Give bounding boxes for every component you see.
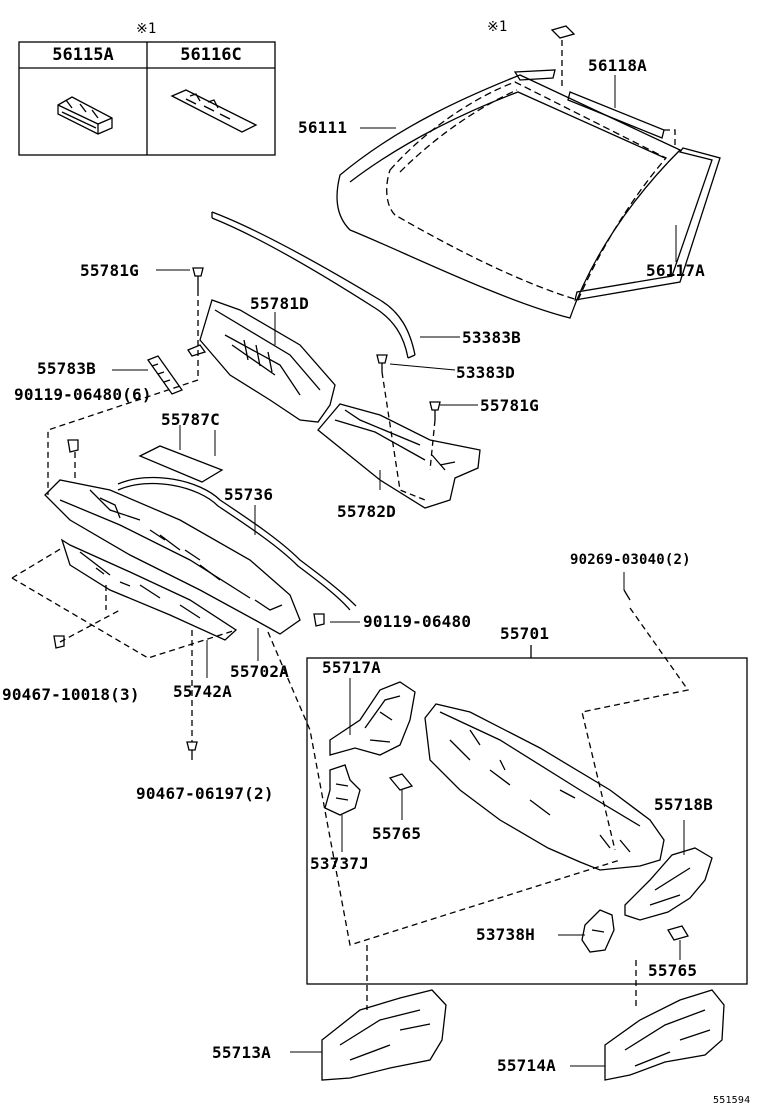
label-55702a: 55702A [230, 662, 289, 681]
bracket-53737j-drawing [324, 764, 361, 816]
label-55717a: 55717A [322, 658, 381, 677]
dash-panel-55701-drawing [424, 703, 665, 871]
grommet-55783b-drawing [146, 355, 184, 395]
bracket-53738h-drawing [581, 909, 615, 953]
label-55782d: 55782D [337, 502, 396, 521]
seal-55736-drawing [117, 476, 357, 611]
label-55742a: 55742A [173, 682, 232, 701]
label-55781g-b: 55781G [480, 396, 539, 415]
inset-header-56115a: 56115A [52, 45, 114, 65]
bracket-55717a-drawing [329, 681, 416, 756]
windshield-glass-drawing [336, 25, 721, 319]
cowl-top-55781d-drawing [187, 299, 336, 423]
label-55783b: 55783B [37, 359, 96, 378]
clip-56116c-drawing [170, 89, 258, 133]
bracket-55718b-drawing [624, 847, 713, 921]
clip-fasteners [53, 267, 631, 760]
inset-note: ※1 [136, 21, 157, 37]
label-53383d: 53383D [456, 363, 515, 382]
panel-55714a-drawing [604, 989, 725, 1081]
label-56117a: 56117A [646, 261, 705, 280]
label-56111: 56111 [298, 118, 348, 137]
label-90119-06480: 90119-06480 [363, 612, 472, 631]
label-55713a: 55713A [212, 1043, 271, 1062]
clip-55765-b-drawing [667, 925, 689, 941]
label-53383b: 53383B [462, 328, 521, 347]
panel-55702a-drawing [44, 479, 301, 635]
label-55781g-a: 55781G [80, 261, 139, 280]
label-90467-10018-3: 90467-10018(3) [2, 685, 140, 704]
leader-dashed-lines [11, 290, 690, 1010]
label-90119-06480-6: 90119-06480(6) [14, 385, 152, 404]
label-55736: 55736 [224, 485, 274, 504]
label-55781d: 55781D [250, 294, 309, 313]
diagram-id: 551594 [713, 1095, 751, 1106]
label-90269-03040-2: 90269-03040(2) [570, 552, 691, 568]
assembly-55701-box [306, 657, 748, 985]
label-55765-a: 55765 [372, 824, 422, 843]
label-55787c: 55787C [161, 410, 220, 429]
weatherstrip-53383b-drawing [211, 211, 416, 359]
label-56118a: 56118A [588, 56, 647, 75]
inset-table [18, 41, 276, 156]
panel-55713a-drawing [321, 989, 447, 1081]
label-55701: 55701 [500, 624, 550, 643]
cowl-top-55782d-drawing [317, 403, 481, 509]
label-53738h: 53738H [476, 925, 535, 944]
label-53737j: 53737J [310, 854, 369, 873]
panel-55742a-drawing [60, 538, 238, 641]
note-top: ※1 [487, 19, 508, 35]
label-55765-b: 55765 [648, 961, 698, 980]
clip-56115a-drawing [57, 96, 113, 135]
inset-header-56116c: 56116C [180, 45, 242, 65]
seal-55787c-drawing [138, 445, 224, 483]
label-55714a: 55714A [497, 1056, 556, 1075]
label-55718b: 55718B [654, 795, 713, 814]
clip-55765-a-drawing [388, 773, 414, 791]
label-90467-06197-2: 90467-06197(2) [136, 784, 274, 803]
leader-solid-lines [112, 75, 685, 1067]
